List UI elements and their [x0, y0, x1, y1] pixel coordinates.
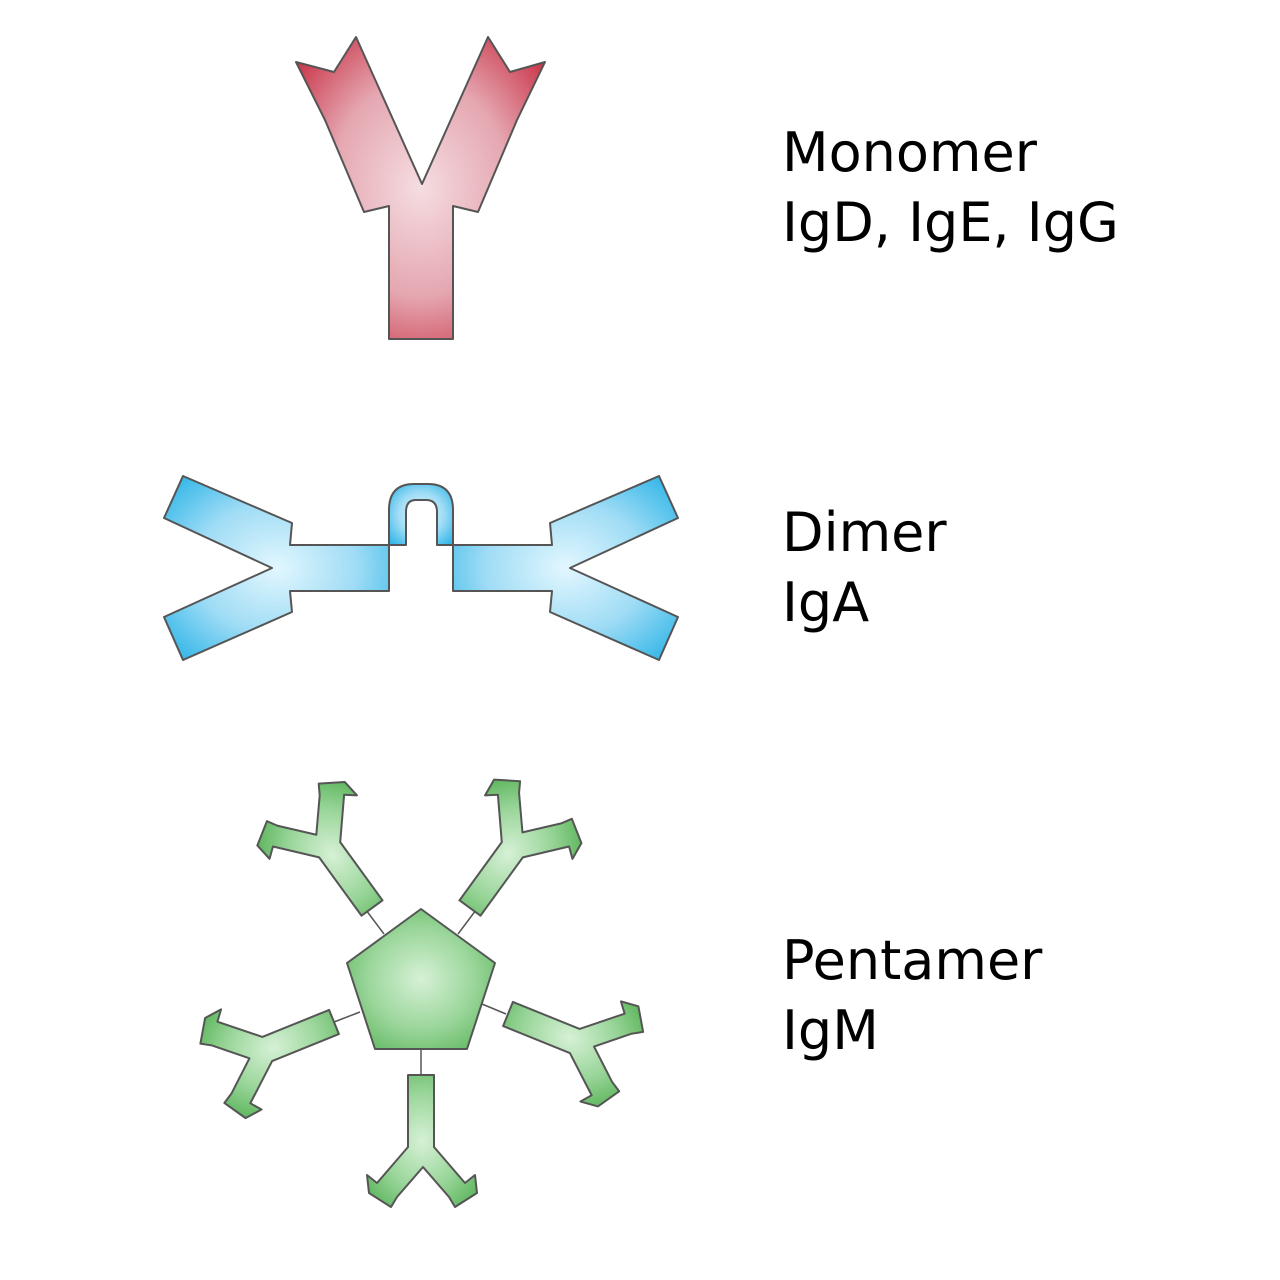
pentamer-y-right — [486, 961, 653, 1115]
monomer-antibody — [295, 36, 546, 340]
pentamer-y-top-right — [423, 767, 593, 941]
pentamer-subtitle: IgM — [782, 999, 879, 1062]
dimer-label: Dimer IgA — [782, 498, 947, 638]
dimer-right-y-shape — [452, 475, 679, 661]
monomer-title: Monomer — [782, 121, 1037, 184]
monomer-label: Monomer IgD, IgE, IgG — [782, 118, 1119, 258]
monomer-subtitle: IgD, IgE, IgG — [782, 191, 1119, 254]
dimer-left-y-shape — [163, 475, 390, 661]
pentamer-antibody — [190, 767, 653, 1208]
pentamer-center-pentagon — [346, 908, 496, 1050]
dimer-antibody — [163, 475, 679, 661]
pentamer-label: Pentamer IgM — [782, 926, 1042, 1066]
dimer-j-chain — [388, 483, 454, 546]
pentamer-y-top-left — [248, 768, 417, 942]
pentamer-y-left — [190, 970, 356, 1125]
dimer-subtitle: IgA — [782, 571, 870, 634]
pentamer-connectors — [333, 909, 507, 1075]
monomer-y-shape — [295, 36, 546, 340]
pentamer-y-bottom — [366, 1074, 478, 1208]
pentamer-title: Pentamer — [782, 929, 1043, 992]
dimer-title: Dimer — [782, 501, 947, 564]
